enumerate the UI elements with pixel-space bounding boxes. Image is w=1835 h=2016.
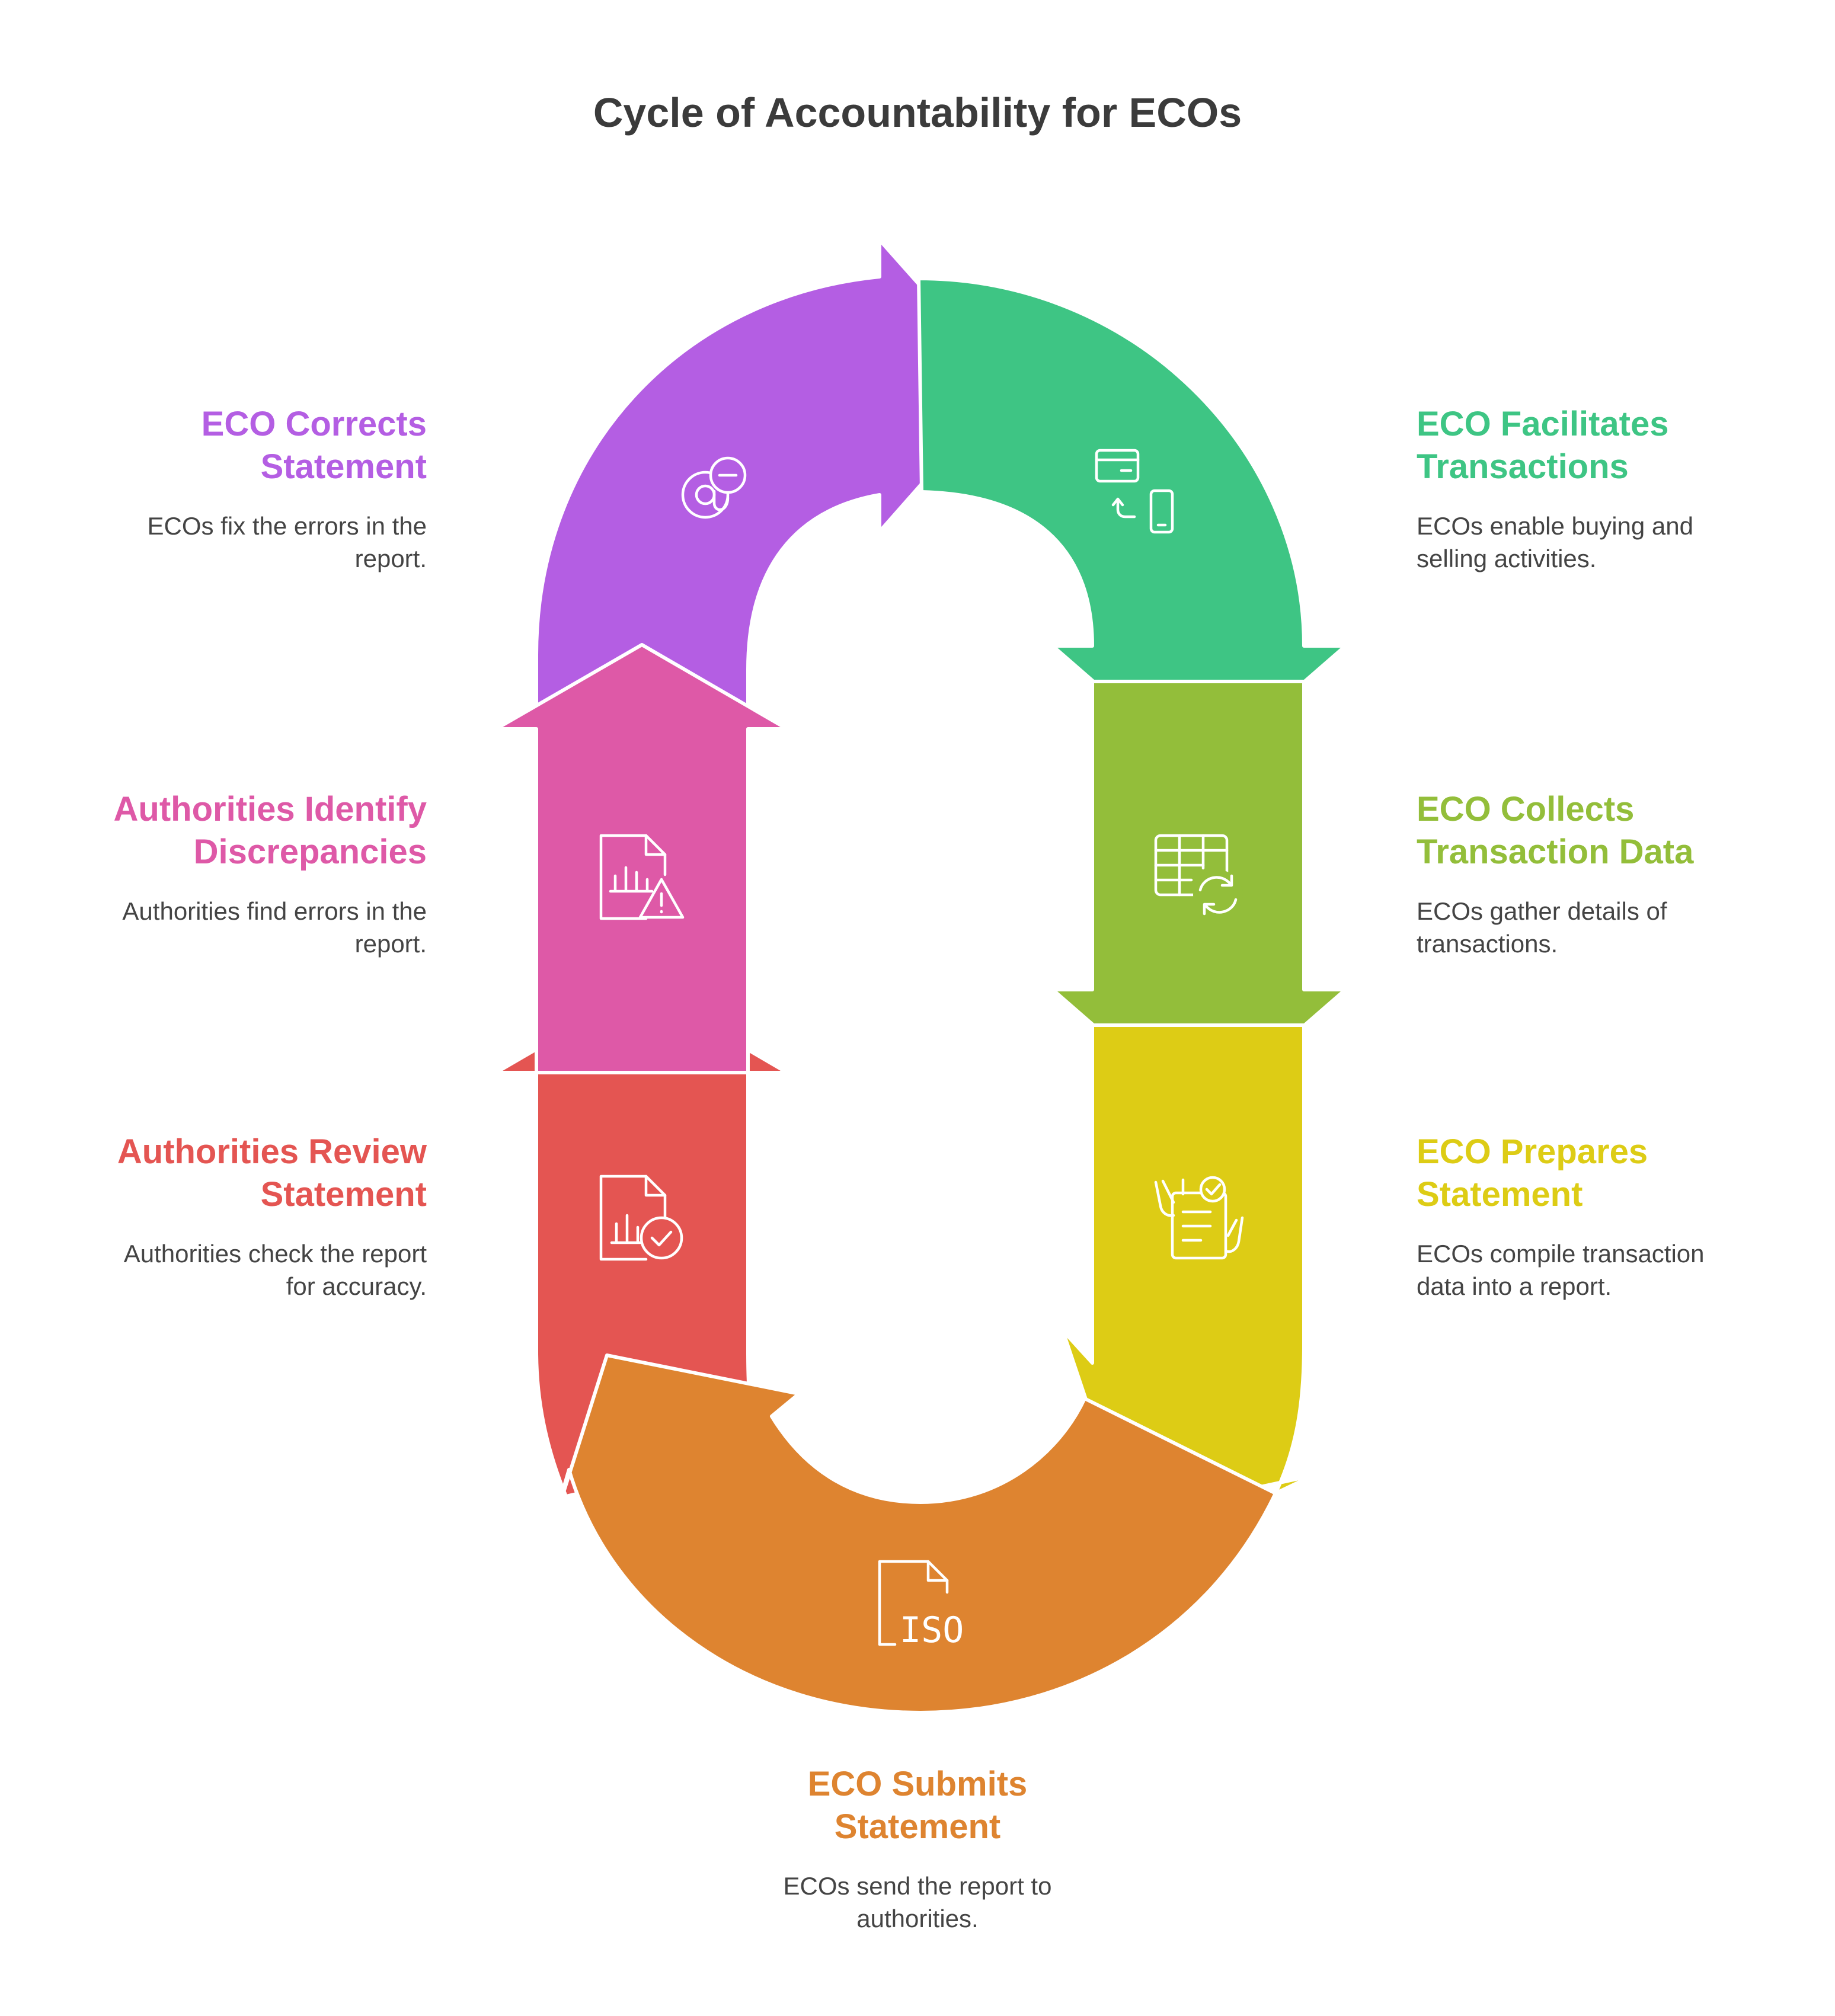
step-description-line-2: selling activities. [1417,545,1597,572]
step-description: ECOs fix the errors in the report. [0,510,427,575]
step-description: ECOs enable buying and selling activities… [1417,510,1835,575]
step-description: ECOs send the report to authorities. [704,1870,1131,1935]
step-heading-line-1: Authorities Identify [113,790,427,828]
step-description-line-1: Authorities check the report [123,1240,427,1268]
step-description-line-1: ECOs compile transaction [1417,1240,1705,1268]
hands-checklist-icon [1154,1176,1244,1260]
step-heading-line-1: ECO Corrects [201,405,427,443]
step-heading-line-2: Statement [260,1175,427,1214]
step-description-line-2: report. [354,545,427,572]
arrow-eco-corrects-statement [535,238,1011,731]
arrow-eco-prepares-statement [1061,1023,1315,1518]
step-description-line-2: data into a report. [1417,1272,1612,1300]
report-check-icon [599,1175,683,1261]
step-heading-line-2: Transaction Data [1417,833,1694,871]
table-refresh-icon [1154,834,1243,920]
step-description: ECOs gather details of transactions. [1417,895,1835,960]
step-description-line-1: ECOs gather details of [1417,897,1667,925]
step-description-line-2: transactions. [1417,930,1558,958]
step-heading-line-2: Statement [1417,1175,1583,1214]
step-heading-line-1: ECO Prepares [1417,1132,1648,1171]
report-warning-icon [599,834,685,920]
iso-document-icon: ISO [878,1560,964,1651]
step-description-line-2: for accuracy. [286,1272,427,1300]
step-description: Authorities find errors in the report. [0,895,427,960]
step-description-line-1: Authorities find errors in the [122,897,427,925]
step-description-line-1: ECOs enable buying and [1417,512,1693,540]
step-description-line-2: report. [354,930,427,958]
step-heading-line-2: Discrepancies [193,833,427,871]
step-heading-line-2: Statement [260,447,427,486]
diagram-title: Cycle of Accountability for ECOs [593,89,1242,136]
step-description: ECOs compile transaction data into a repo… [1417,1237,1835,1303]
arrow-authorities-identify-discrepancies [494,643,789,1074]
step-heading-line-1: ECO Submits [807,1765,1028,1803]
card-phone-transfer-icon [1095,449,1174,534]
step-description-line-1: ECOs send the report to [783,1872,1052,1900]
step-heading-line-2: Transactions [1417,447,1629,486]
arrow-eco-facilitates-transactions [917,277,1347,775]
iso-icon-text: ISO [900,1609,964,1651]
step-heading-line-1: ECO Facilitates [1417,405,1669,443]
step-heading-line-1: Authorities Review [117,1132,427,1171]
step-description-line-1: ECOs fix the errors in the [147,512,427,540]
at-minus-icon [681,456,747,519]
step-description-line-2: authorities. [856,1905,979,1932]
step-description: Authorities check the report for accuracy… [0,1237,427,1303]
step-heading-line-2: Statement [834,1807,1001,1846]
step-heading-line-1: ECO Collects [1417,790,1635,828]
arrow-eco-submits-statement [546,1353,1277,1714]
